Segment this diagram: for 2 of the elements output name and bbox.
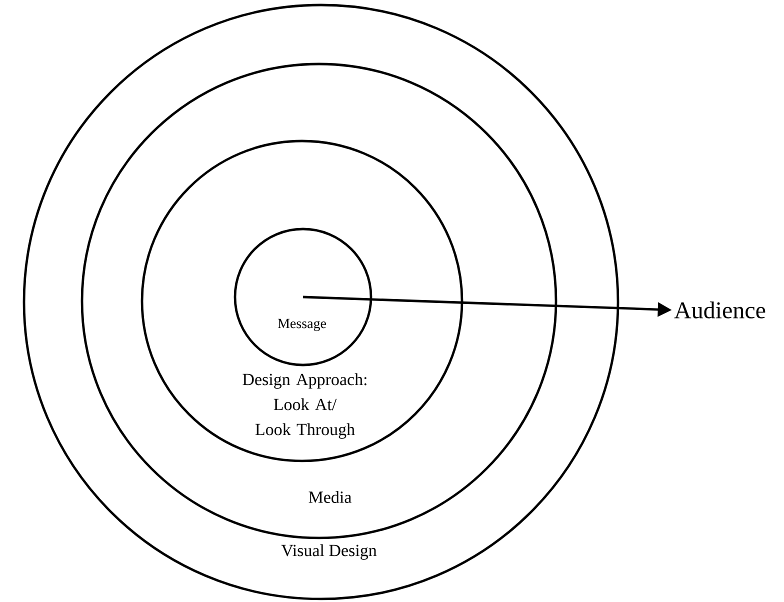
label: Audience bbox=[674, 302, 766, 318]
ring: Message bbox=[234, 228, 372, 366]
